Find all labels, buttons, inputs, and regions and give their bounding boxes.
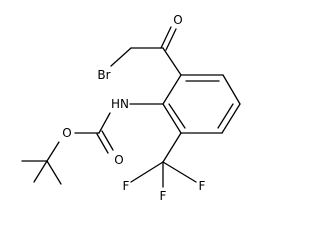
bond-tbu-me3 (46, 160, 62, 185)
ring-double-3 (168, 103, 186, 129)
bond-c-br (110, 47, 132, 67)
ring-bond-5 (162, 103, 182, 134)
bond-lines (21, 26, 241, 188)
ring-bond-2 (222, 74, 241, 105)
molecule-structure: Br O HN O O F F F (21, 13, 241, 203)
bond-co-o-a (160, 26, 172, 49)
bond-tbu-me2 (33, 160, 48, 183)
atom-label-f1: F (123, 179, 130, 193)
bond-c-o-carbonyl-b (101, 130, 114, 151)
atom-label-hn: HN (111, 97, 129, 111)
bond-c-o-carbonyl-a (96, 133, 109, 154)
bond-ring-cf3 (162, 132, 182, 163)
ring-double-2 (217, 103, 234, 129)
atom-label-carbonyl-o: O (114, 153, 123, 167)
bond-co-ring (162, 47, 182, 76)
atom-label-f2: F (160, 189, 167, 203)
bond-c-f3 (162, 161, 197, 183)
atom-label-br: Br (97, 68, 110, 82)
bond-n-c (98, 112, 111, 134)
atom-label-ketone-o: O (173, 13, 182, 27)
atom-labels: Br O HN O O F F F (62, 13, 205, 203)
bond-o-tbu (46, 141, 60, 162)
ring-bond-6 (162, 74, 182, 105)
atom-label-ester-o: O (62, 126, 71, 140)
bond-co-o-b (165, 28, 177, 51)
ring-bond-3 (221, 103, 241, 134)
bond-c-f1 (130, 161, 164, 183)
atom-label-f3: F (199, 179, 206, 193)
